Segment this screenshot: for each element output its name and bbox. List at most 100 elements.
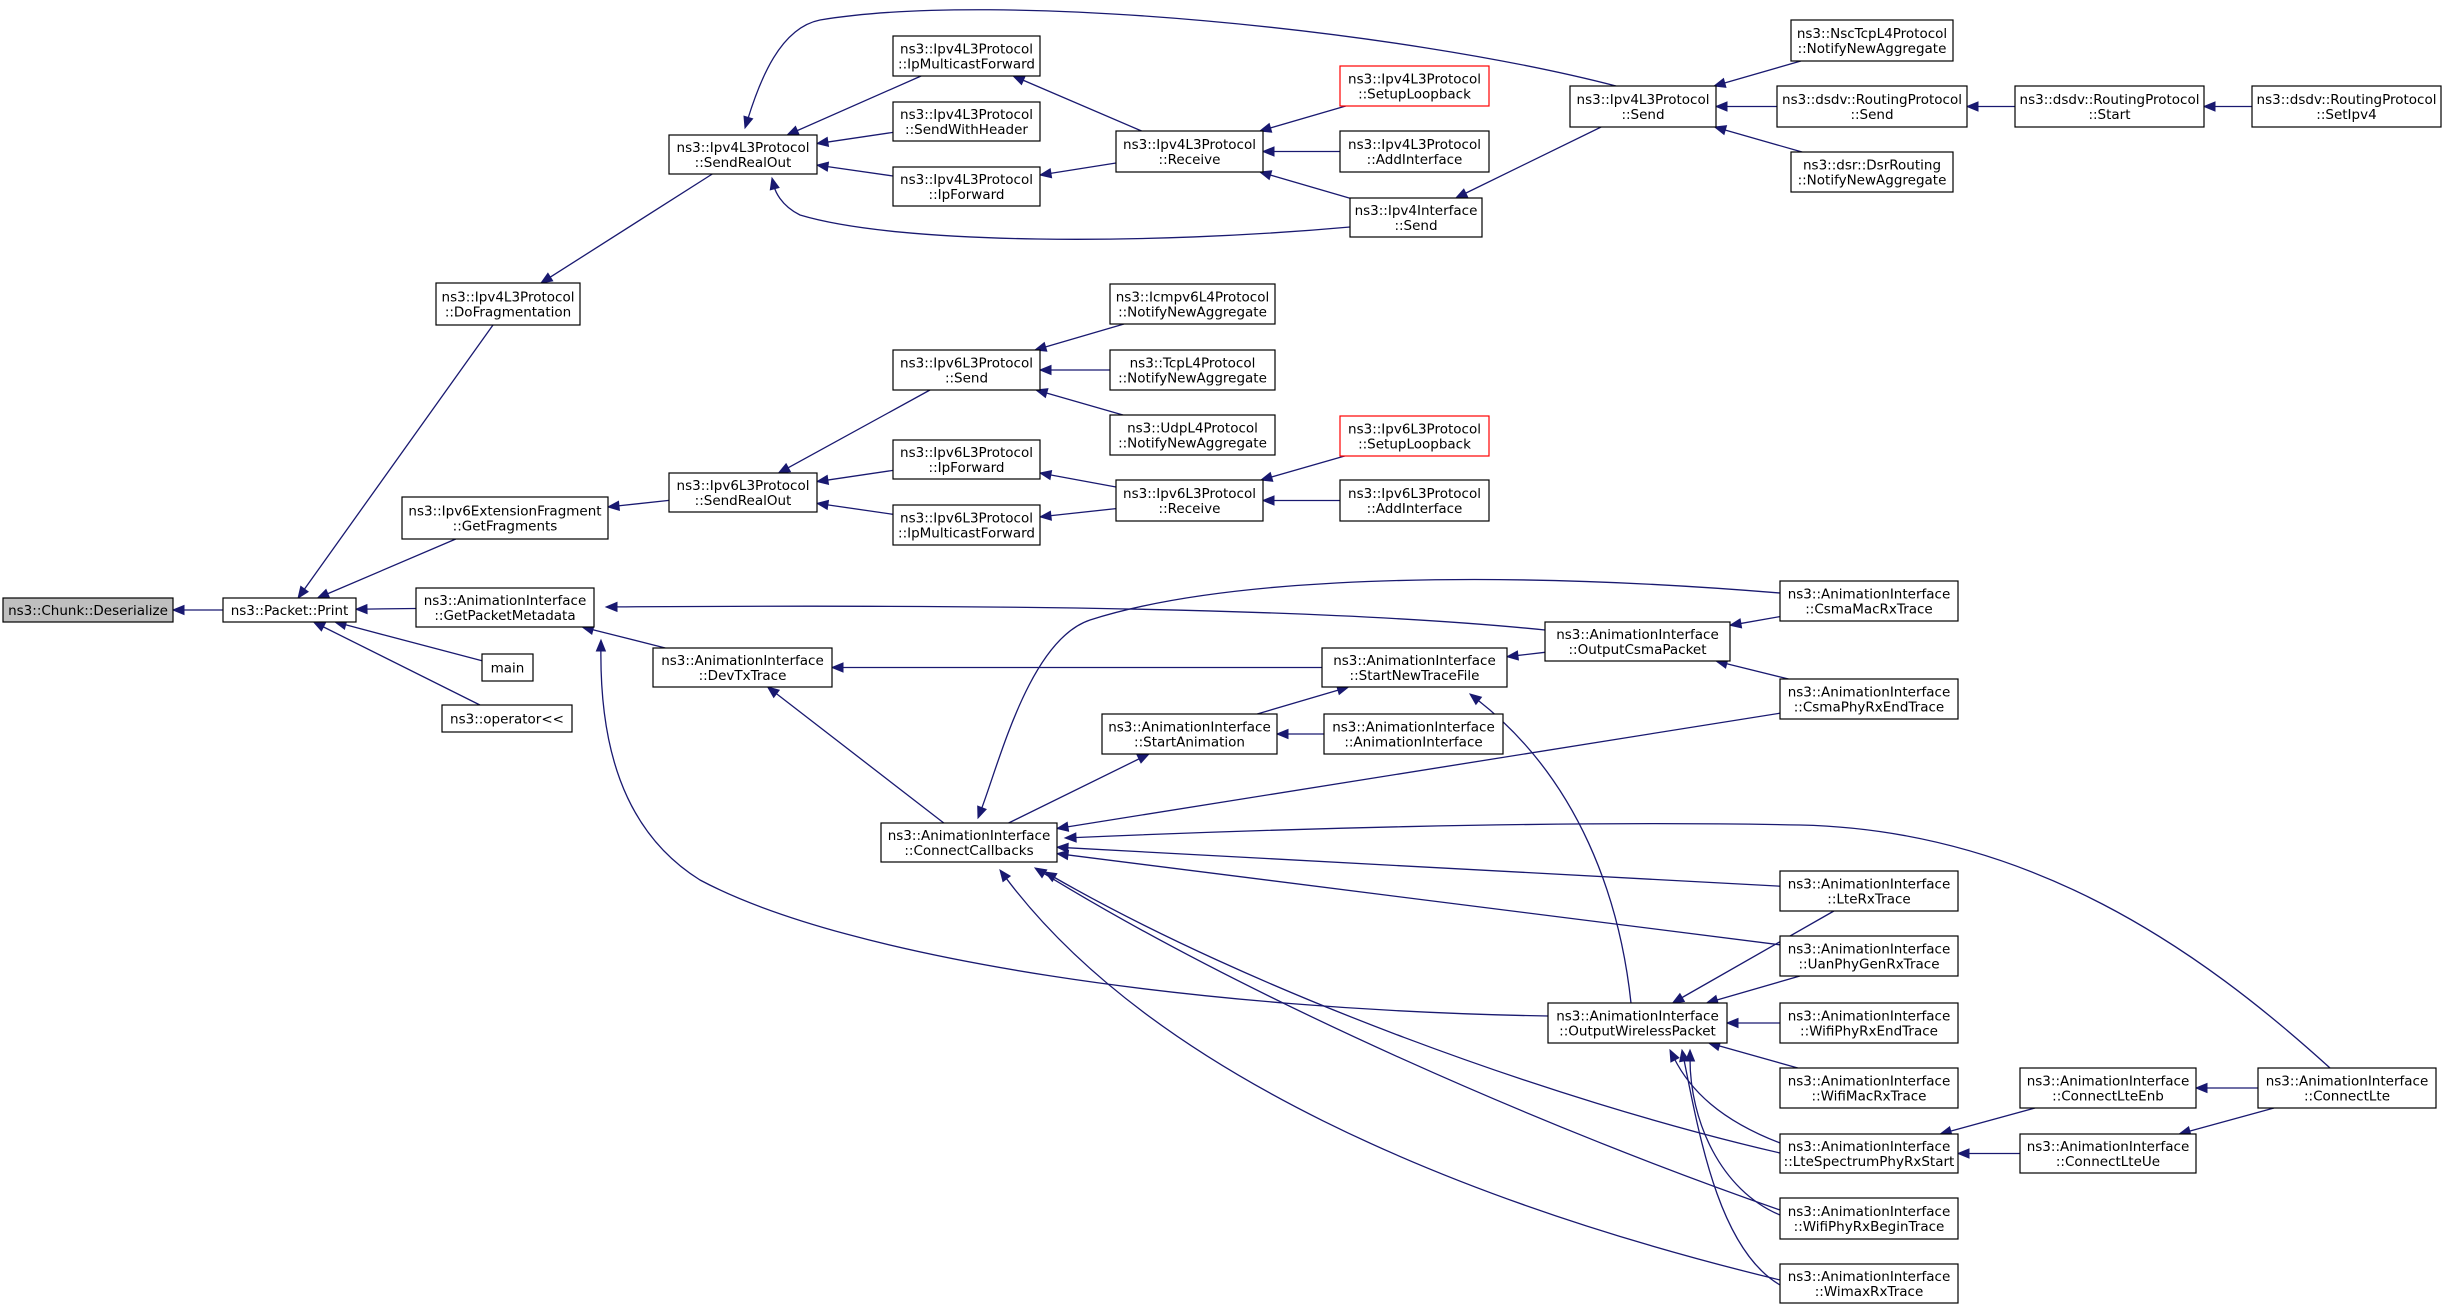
graph-node-ipv4l3-dofrag[interactable]: ns3::Ipv4L3Protocol::DoFragmentation [435,282,581,326]
graph-node-packet-print[interactable]: ns3::Packet::Print [222,597,357,623]
call-edge-anim_uanphygenrxtrace-to-anim_connectcallbacks [1055,849,1781,946]
graph-node-label: ::Send [1850,107,1893,123]
graph-node-anim-wifiphyrxendtrace[interactable]: ns3::AnimationInterface::WifiPhyRxEndTra… [1779,1002,1959,1044]
graph-node-anim-uanphygenrxtrace[interactable]: ns3::AnimationInterface::UanPhyGenRxTrac… [1779,935,1959,977]
call-edge-anim_devtxtrace-to-anim_getpacketmetadata [580,624,666,649]
graph-node-dsr-notify[interactable]: ns3::dsr::DsrRouting::NotifyNewAggregate [1790,151,1954,193]
graph-node-ipv4l3-send[interactable]: ns3::Ipv4L3Protocol::Send [1569,85,1717,128]
call-graph-edges [171,9,2331,1286]
graph-node-ipv6l3-send[interactable]: ns3::Ipv6L3Protocol::Send [892,349,1041,391]
call-edge-anim_outputwirelesspacket-to-anim_getpacketmetadata [595,638,1549,1017]
graph-node-label: ::Send [945,371,988,387]
graph-node-anim-ltespectrumphyrxstart[interactable]: ns3::AnimationInterface::LteSpectrumPhyR… [1779,1133,1959,1174]
graph-node-label: ns3::AnimationInterface [1108,720,1271,736]
graph-node-label: ::NotifyNewAggregate [1118,436,1267,452]
graph-node-anim-connectlteue[interactable]: ns3::AnimationInterface::ConnectLteUe [2019,1133,2197,1174]
graph-node-label: ::AnimationInterface [1344,735,1482,751]
graph-node-label: ns3::AnimationInterface [1788,685,1951,701]
graph-node-label: ::NotifyNewAggregate [1798,41,1947,57]
graph-node-ipv6l3-addinterface[interactable]: ns3::Ipv6L3Protocol::AddInterface [1339,479,1490,522]
graph-node-dsdv-start[interactable]: ns3::dsdv::RoutingProtocol::Start [2014,85,2205,128]
call-edge-ipv4l3_send-to-ipv4l3_sendrealout [743,9,1617,130]
graph-node-ipv4l3-addinterface[interactable]: ns3::Ipv4L3Protocol::AddInterface [1339,130,1490,173]
graph-node-label: ns3::Ipv4L3Protocol [1123,137,1256,153]
graph-node-anim-getpacketmetadata[interactable]: ns3::AnimationInterface::GetPacketMetada… [415,587,595,628]
graph-node-ipv6l3-receive[interactable]: ns3::Ipv6L3Protocol::Receive [1115,479,1264,522]
graph-node-label: ns3::Ipv6L3Protocol [1123,486,1256,502]
graph-node-anim-startnewtracefile[interactable]: ns3::AnimationInterface::StartNewTraceFi… [1321,647,1508,688]
graph-node-anim-lterxtrace[interactable]: ns3::AnimationInterface::LteRxTrace [1779,870,1959,912]
call-edge-anim_wimaxrxtrace-to-anim_connectcallbacks [999,868,1781,1281]
call-edge-anim_connectcallbacks-to-anim_startanimation [1008,753,1151,824]
graph-node-ipv4l3-ipmcastfwd[interactable]: ns3::Ipv4L3Protocol::IpMulticastForward [892,35,1041,77]
graph-node-ipv4l3-sendrealout[interactable]: ns3::Ipv4L3Protocol::SendRealOut [668,134,818,175]
graph-node-ipv4l3-ipforward[interactable]: ns3::Ipv4L3Protocol::IpForward [892,166,1041,207]
graph-node-udpl4-notify[interactable]: ns3::UdpL4Protocol::NotifyNewAggregate [1109,414,1276,456]
graph-node-operator-ll[interactable]: ns3::operator<< [441,704,573,733]
call-edge-tcpl4_notify-to-ipv6l3_send [1038,364,1110,376]
graph-node-ipv4l3-receive[interactable]: ns3::Ipv4L3Protocol::Receive [1115,130,1264,173]
call-edge-dsdv_setipv4-to-dsdv_start [2202,101,2252,112]
graph-node-ipv4l3-setuploopback[interactable]: ns3::Ipv4L3Protocol::SetupLoopback [1339,65,1490,107]
graph-node-nsctcp-notify[interactable]: ns3::NscTcpL4Protocol::NotifyNewAggregat… [1790,19,1954,62]
graph-node-ipv4iface-send[interactable]: ns3::Ipv4Interface::Send [1349,197,1483,238]
graph-node-label: ::SendWithHeader [905,122,1028,138]
graph-node-label: ns3::dsdv::RoutingProtocol [1782,92,1962,108]
graph-node-label: ns3::dsdv::RoutingProtocol [2020,92,2200,108]
graph-node-label: ::ConnectCallbacks [904,843,1033,859]
call-edge-ipv6l3_addinterface-to-ipv6l3_receive [1261,495,1340,506]
graph-node-anim-csmaphyrxendtrace[interactable]: ns3::AnimationInterface::CsmaPhyRxEndTra… [1779,678,1959,720]
graph-node-anim-wifimacrxtrace[interactable]: ns3::AnimationInterface::WifiMacRxTrace [1779,1067,1959,1109]
graph-node-anim-wifiphyrxbegintrace[interactable]: ns3::AnimationInterface::WifiPhyRxBeginT… [1779,1197,1959,1240]
graph-node-dsdv-setipv4[interactable]: ns3::dsdv::RoutingProtocol::SetIpv4 [2251,85,2442,128]
call-edge-ipv4iface_send-to-ipv4l3_sendrealout [769,176,1351,240]
call-edge-ipv6l3_receive-to-ipv6l3_ipmcastfwd [1038,507,1117,521]
graph-node-anim-connectlte[interactable]: ns3::AnimationInterface::ConnectLte [2257,1067,2437,1109]
call-edge-anim_connectlte-to-anim_connectlteue [2177,1107,2275,1136]
graph-node-anim-outputcsmapacket[interactable]: ns3::AnimationInterface::OutputCsmaPacke… [1544,621,1731,662]
call-edge-dsr_notify-to-ipv4l3_send [1713,125,1803,153]
graph-node-anim-wimaxrxtrace[interactable]: ns3::AnimationInterface::WimaxRxTrace [1779,1263,1959,1304]
graph-node-label: ::StartAnimation [1134,735,1245,751]
graph-node-label: ::LteSpectrumPhyRxStart [1784,1154,1955,1170]
graph-node-ipv4l3-sendwithheader[interactable]: ns3::Ipv4L3Protocol::SendWithHeader [892,101,1041,142]
graph-node-label: ::IpForward [929,460,1005,476]
graph-node-label: ns3::Ipv4L3Protocol [442,290,575,306]
graph-node-label: ns3::AnimationInterface [1788,587,1951,603]
graph-node-anim-connectcallbacks[interactable]: ns3::AnimationInterface::ConnectCallback… [880,822,1058,863]
graph-node-icmpv6-notify[interactable]: ns3::Icmpv6L4Protocol::NotifyNewAggregat… [1109,283,1276,325]
graph-node-main[interactable]: main [481,653,534,682]
graph-node-anim-outputwirelesspacket[interactable]: ns3::AnimationInterface::OutputWirelessP… [1547,1002,1728,1044]
graph-node-dsdv-send[interactable]: ns3::dsdv::RoutingProtocol::Send [1776,85,1968,128]
graph-node-label: ns3::Ipv4Interface [1355,203,1478,219]
graph-node-label: ::DevTxTrace [699,668,787,684]
graph-node-anim-ctor[interactable]: ns3::AnimationInterface::AnimationInterf… [1323,713,1504,755]
graph-node-label: ns3::AnimationInterface [2266,1074,2429,1090]
graph-node-chunk-deserialize[interactable]: ns3::Chunk::Deserialize [2,597,174,623]
call-edge-ipv6l3_ipmcastfwd-to-ipv6l3_sendrealout [815,499,894,515]
graph-node-ipv6l3-ipforward[interactable]: ns3::Ipv6L3Protocol::IpForward [892,439,1041,480]
graph-node-label: ns3::Ipv6L3Protocol [900,356,1033,372]
graph-node-label: ::SendRealOut [695,155,792,171]
graph-node-anim-startanimation[interactable]: ns3::AnimationInterface::StartAnimation [1101,713,1278,755]
graph-node-anim-csmamacrxtrace[interactable]: ns3::AnimationInterface::CsmaMacRxTrace [1779,580,1959,622]
graph-node-anim-connectlteenb[interactable]: ns3::AnimationInterface::ConnectLteEnb [2019,1067,2197,1109]
graph-node-label: ns3::Packet::Print [231,603,349,619]
graph-node-anim-devtxtrace[interactable]: ns3::AnimationInterface::DevTxTrace [652,647,833,688]
graph-node-ipv6l3-ipmcastfwd[interactable]: ns3::Ipv6L3Protocol::IpMulticastForward [892,504,1041,546]
call-edge-udpl4_notify-to-ipv6l3_send [1034,388,1124,416]
call-edge-main-to-packet_print [333,619,483,662]
call-edge-anim_getpacketmetadata-to-packet_print [354,603,417,615]
graph-node-label: ::Receive [1159,501,1221,517]
graph-node-label: ::DoFragmentation [445,305,571,321]
graph-node-label: ::UanPhyGenRxTrace [1799,957,1940,973]
graph-node-tcpl4-notify[interactable]: ns3::TcpL4Protocol::NotifyNewAggregate [1109,349,1276,391]
call-edge-anim_connectlteenb-to-anim_ltespectrumphyrxstart [1938,1107,2036,1136]
graph-node-label: ns3::TcpL4Protocol [1130,356,1256,372]
graph-node-ipv6extfrag-getfragments[interactable]: ns3::Ipv6ExtensionFragment::GetFragments [401,496,609,540]
call-edge-anim_lterxtrace-to-anim_outputwirelesspacket [1671,910,1835,1004]
graph-node-ipv6l3-setuploopback[interactable]: ns3::Ipv6L3Protocol::SetupLoopback [1339,415,1490,457]
call-graph-nodes: ns3::Chunk::Deserialize ns3::Packet::Prin… [2,19,2442,1304]
graph-node-ipv6l3-sendrealout[interactable]: ns3::Ipv6L3Protocol::SendRealOut [668,472,818,513]
